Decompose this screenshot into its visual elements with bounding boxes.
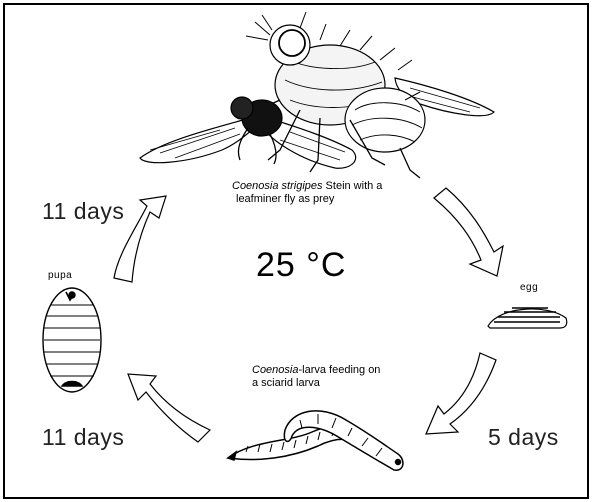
fly-caption-line2: leafminer fly as prey: [236, 193, 334, 206]
larva-caption-rest: -larva feeding on: [298, 364, 380, 376]
larva-caption: Coenosia-larva feeding on: [252, 364, 380, 377]
adult-fly-illustration: [140, 12, 494, 178]
larva-species-name: Coenosia: [252, 364, 298, 376]
fly-caption-rest: Stein with a: [323, 180, 383, 192]
arrow-fly-to-egg: [434, 188, 503, 276]
stage-label-pupa: pupa: [48, 270, 72, 281]
fly-species-name: Coenosia strigipes: [232, 180, 323, 192]
arrow-egg-to-larva: [426, 353, 496, 434]
arrow-larva-to-pupa: [128, 374, 210, 442]
larva-caption-line2: a sciarid larva: [252, 377, 320, 390]
fly-caption: Coenosia strigipes Stein with a: [232, 180, 382, 193]
larva-illustration: [228, 411, 403, 470]
duration-bottom-left: 11 days: [42, 424, 124, 451]
temperature-label: 25 °C: [256, 246, 346, 285]
stage-label-egg: egg: [520, 282, 538, 293]
duration-top-left: 11 days: [42, 198, 124, 225]
pupa-illustration: [43, 288, 101, 392]
egg-illustration: [488, 308, 567, 328]
duration-bottom-right: 5 days: [488, 424, 559, 451]
